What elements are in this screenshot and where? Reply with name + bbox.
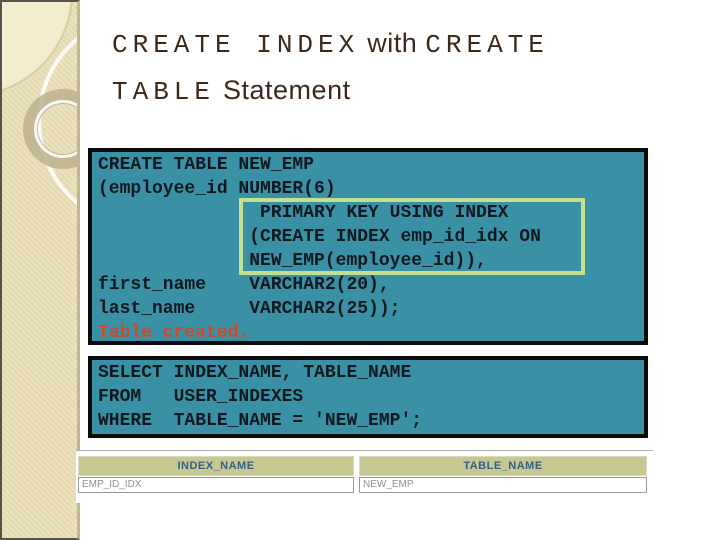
title-keyword-create-index: CREATE INDEX — [112, 30, 360, 60]
query-result-panel: INDEX_NAME TABLE_NAME EMP_ID_IDX NEW_EMP — [76, 450, 653, 503]
table-row: EMP_ID_IDX NEW_EMP — [78, 477, 653, 493]
code-line: CREATE TABLE NEW_EMP — [98, 155, 315, 175]
cell-table-name: NEW_EMP — [359, 477, 647, 493]
cell-index-name: EMP_ID_IDX — [78, 477, 354, 493]
slide-title: CREATE INDEX with CREATE TABLE Statement — [112, 20, 592, 114]
code-block-select-query: SELECT INDEX_NAME, TABLE_NAME FROM USER_… — [88, 356, 648, 438]
status-table-created: Table created. — [98, 323, 250, 343]
code-line: (CREATE INDEX emp_id_idx ON — [98, 227, 541, 247]
code-line: NEW_EMP(employee_id)), — [98, 251, 487, 271]
decorative-ring-inner-outline — [34, 100, 77, 158]
code-line: first_name VARCHAR2(20), — [98, 275, 390, 295]
column-header-index-name: INDEX_NAME — [78, 456, 354, 476]
code-line: FROM USER_INDEXES — [98, 387, 304, 407]
code-line: (employee_id NUMBER(6) — [98, 179, 336, 199]
code-line: last_name VARCHAR2(25)); — [98, 299, 401, 319]
title-word-statement: Statement — [215, 75, 351, 105]
code-line: SELECT INDEX_NAME, TABLE_NAME — [98, 363, 412, 383]
code-block-create-table: CREATE TABLE NEW_EMP (employee_id NUMBER… — [88, 148, 648, 345]
sidebar-decoration — [0, 0, 80, 540]
code-line: WHERE TABLE_NAME = 'NEW_EMP'; — [98, 411, 423, 431]
column-header-table-name: TABLE_NAME — [359, 456, 647, 476]
result-table-header-row: INDEX_NAME TABLE_NAME — [78, 456, 653, 476]
highlight-box — [239, 198, 585, 275]
title-word-with: with — [359, 28, 426, 58]
title-keyword-create-table: CREATE TABLE — [112, 30, 549, 107]
code-line: PRIMARY KEY USING INDEX — [98, 203, 509, 223]
